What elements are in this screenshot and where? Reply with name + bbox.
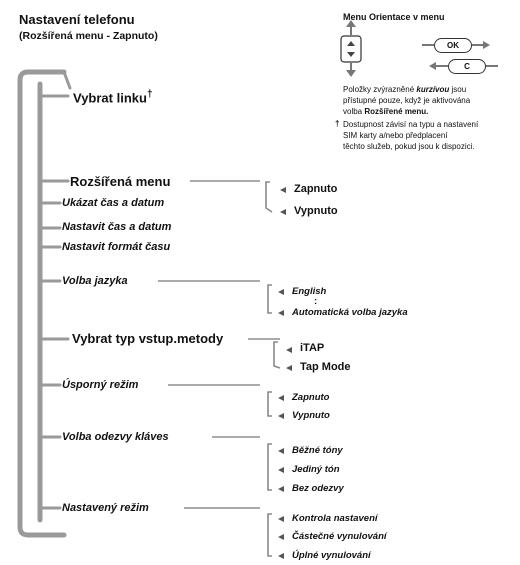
- legend-dagger: †: [335, 119, 340, 128]
- submenu-nastaveny-kontrola[interactable]: Kontrola nastavení: [292, 513, 378, 524]
- legend-note-line1: Položky zvýrazněné kurzívou jsou: [343, 84, 466, 95]
- submenu-nastaveny-castecne[interactable]: Částečné vynulování: [292, 531, 387, 542]
- legend-note-line6: těchto služeb, pokud jsou k dispozici.: [343, 142, 475, 151]
- legend-note-italic: kurzívou: [416, 85, 450, 94]
- menu-item-rozsirena-menu[interactable]: Rozšířená menu: [70, 174, 171, 189]
- ok-key-icon: OK: [434, 38, 472, 53]
- menu-item-nastavit-cas[interactable]: Nastavit čas a datum: [62, 221, 172, 233]
- submenu-vstup-tapmode[interactable]: Tap Mode: [300, 361, 351, 373]
- menu-item-label: Vybrat linku: [73, 90, 147, 106]
- menu-item-volba-jazyka[interactable]: Volba jazyka: [62, 275, 128, 287]
- submenu-usporny-vypnuto[interactable]: Vypnuto: [292, 410, 330, 421]
- menu-item-volba-odezvy[interactable]: Volba odezvy kláves: [62, 431, 169, 443]
- legend-note-text: volba: [343, 107, 365, 116]
- scroll-keys-icon: [341, 36, 361, 62]
- submenu-rozsirena-zapnuto[interactable]: Zapnuto: [294, 183, 338, 195]
- legend-note-line4: Dostupnost závisí na typu a nastavení: [343, 120, 479, 129]
- legend-note-bold: Rozšířené menu: [364, 107, 427, 116]
- submenu-vstup-itap[interactable]: iTAP: [300, 342, 325, 354]
- submenu-jazyk-auto[interactable]: Automatická volba jazyka: [292, 307, 408, 318]
- menu-item-nastavit-format[interactable]: Nastavit formát času: [62, 241, 171, 253]
- dagger-mark: †: [146, 89, 153, 100]
- legend-note-text: Položky zvýrazněné: [343, 85, 417, 94]
- legend-note-text: jsou: [449, 85, 467, 94]
- submenu-nastaveny-uplne[interactable]: Úplné vynulování: [292, 550, 371, 561]
- submenu-jazyk-english[interactable]: English: [292, 286, 327, 297]
- c-key-icon: C: [448, 59, 486, 74]
- submenu-odezva-jediny[interactable]: Jediný tón: [292, 464, 340, 475]
- submenu-rozsirena-vypnuto[interactable]: Vypnuto: [294, 205, 338, 217]
- submenu-usporny-zapnuto[interactable]: Zapnuto: [292, 392, 330, 403]
- legend-note-line3: volba Rozšířené menu.: [343, 106, 428, 117]
- menu-item-ukazat-cas[interactable]: Ukázat čas a datum: [62, 197, 165, 209]
- menu-item-nastaveny-rezim[interactable]: Nastavený režim: [62, 502, 149, 514]
- legend-note-text: .: [426, 107, 429, 116]
- submenu-odezva-bezne[interactable]: Běžné tóny: [292, 445, 343, 456]
- legend-note-line2: přístupné pouze, když je aktivována: [343, 96, 471, 105]
- menu-item-vybrat-linku[interactable]: Vybrat linku†: [73, 89, 153, 105]
- legend-note-line5: SIM karty a/nebo předplacení: [343, 131, 448, 140]
- submenu-jazyk-ellipsis: :: [314, 296, 318, 307]
- submenu-odezva-bez[interactable]: Bez odezvy: [292, 483, 344, 494]
- legend-title: Menu Orientace v menu: [343, 12, 445, 22]
- menu-item-vybrat-typ[interactable]: Vybrat typ vstup.metody: [72, 331, 224, 346]
- page-title: Nastavení telefonu: [19, 12, 135, 27]
- page-subtitle: (Rozšířená menu - Zapnuto): [19, 30, 158, 42]
- menu-item-usporny-rezim[interactable]: Úsporný režim: [62, 379, 139, 391]
